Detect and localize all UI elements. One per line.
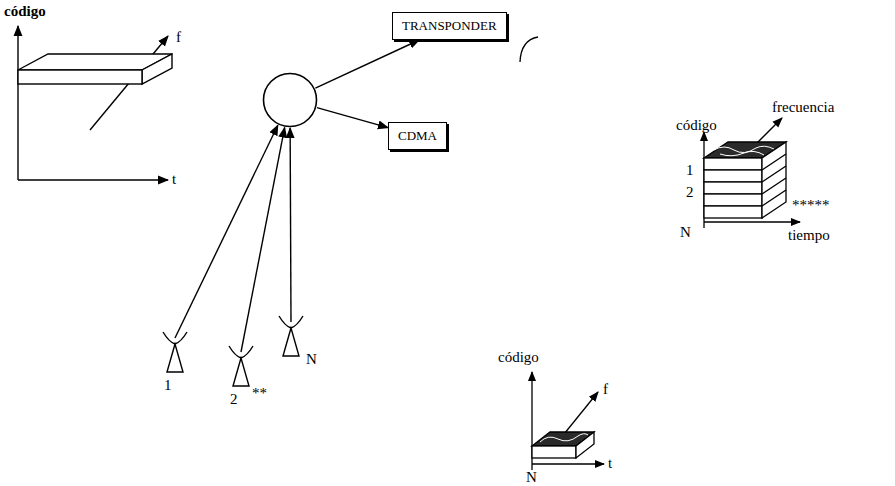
callout-number: N bbox=[306, 352, 317, 367]
circle-outline bbox=[262, 72, 318, 128]
label-axis: código bbox=[676, 118, 717, 133]
signal-arrow bbox=[317, 108, 388, 128]
satellite-circle bbox=[262, 72, 318, 128]
antenna-symbol bbox=[160, 330, 190, 376]
label-axis: frecuencia bbox=[772, 100, 834, 115]
antenna-symbol bbox=[276, 314, 306, 360]
code-axes-single bbox=[18, 26, 172, 180]
label-axis: f bbox=[603, 382, 608, 397]
label-axis: t bbox=[172, 172, 176, 187]
callout-number: 2 bbox=[230, 392, 238, 407]
signal-arrow bbox=[315, 40, 419, 88]
callout-number: 2 bbox=[686, 185, 694, 200]
signal-arrow bbox=[241, 127, 285, 352]
label-note: ** bbox=[252, 386, 267, 401]
earth-station: 1 bbox=[160, 330, 190, 376]
code-stack bbox=[704, 118, 800, 228]
signal-arrow bbox=[289, 128, 291, 322]
box-label: TRANSPONDER bbox=[402, 18, 497, 34]
label-axis: tiempo bbox=[788, 228, 830, 243]
label-note: ***** bbox=[792, 198, 830, 213]
box-label: CDMA bbox=[398, 128, 437, 144]
earth-station: 2 bbox=[226, 344, 256, 390]
cdma-box: CDMA bbox=[388, 122, 447, 150]
label-axis: t bbox=[608, 456, 612, 471]
signal-arrow bbox=[175, 125, 278, 338]
antenna-symbol bbox=[226, 344, 256, 390]
code-axes-all bbox=[532, 372, 604, 470]
label-axis: código bbox=[498, 350, 539, 365]
transponder-box: TRANSPONDER bbox=[392, 12, 507, 40]
callout-number: 1 bbox=[164, 378, 172, 393]
callout-number: N bbox=[680, 225, 691, 240]
output-curve bbox=[520, 37, 538, 62]
callout-number: N bbox=[526, 470, 537, 485]
label-axis: f bbox=[176, 30, 181, 45]
callout-number: 1 bbox=[686, 163, 694, 178]
label-axis: código bbox=[4, 4, 46, 19]
earth-station: N bbox=[276, 314, 306, 360]
